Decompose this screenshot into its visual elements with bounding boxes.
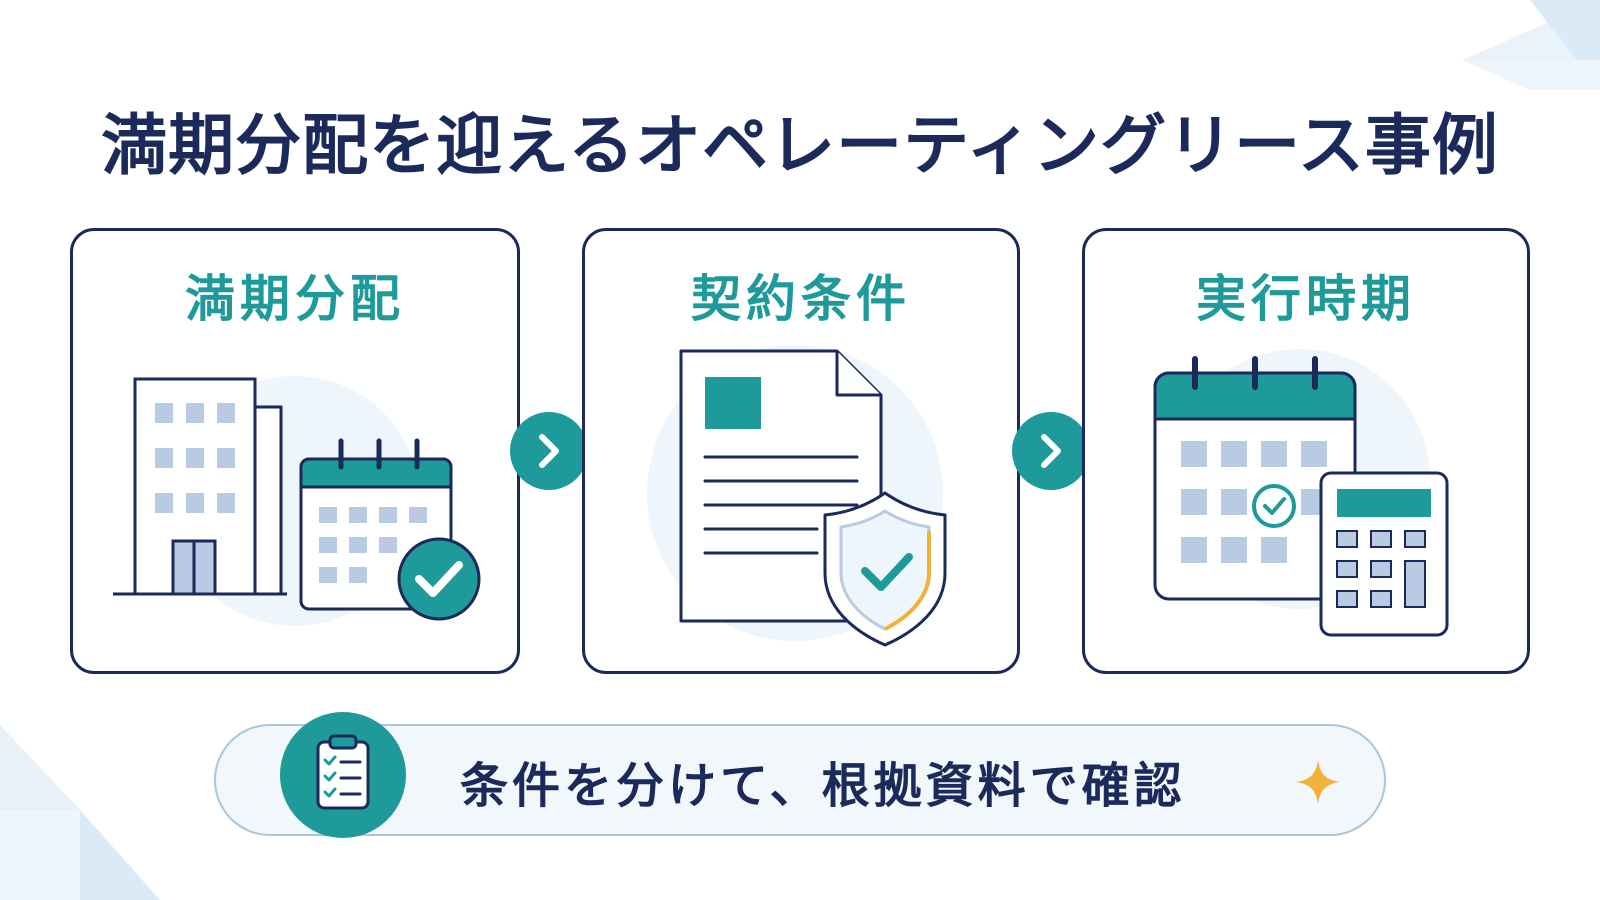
summary-banner xyxy=(214,724,1386,836)
summary-text: 条件を分けて、根拠資料で確認 xyxy=(460,758,1186,814)
chevron-right-icon xyxy=(539,434,559,468)
step-card-execution-timing: 実行時期 xyxy=(1082,228,1530,674)
sparkle-icon xyxy=(1296,760,1340,804)
step-card-maturity-distribution: 満期分配 xyxy=(70,228,520,674)
building-calendar-check-icon xyxy=(113,376,481,626)
step-card-contract-terms: 契約条件 xyxy=(582,228,1020,674)
next-step-connector xyxy=(510,412,588,490)
next-step-connector xyxy=(1012,412,1090,490)
step-title: 実行時期 xyxy=(1196,270,1416,328)
document-shield-icon xyxy=(647,345,947,647)
chevron-right-icon xyxy=(1041,434,1061,468)
step-title: 契約条件 xyxy=(691,270,911,328)
clipboard-badge xyxy=(280,712,406,838)
calendar-calculator-icon xyxy=(1153,349,1449,637)
step-title: 満期分配 xyxy=(185,270,405,328)
page-title: 満期分配を迎えるオペレーティングリース事例 xyxy=(101,107,1499,184)
clipboard-checklist-icon xyxy=(316,734,370,810)
